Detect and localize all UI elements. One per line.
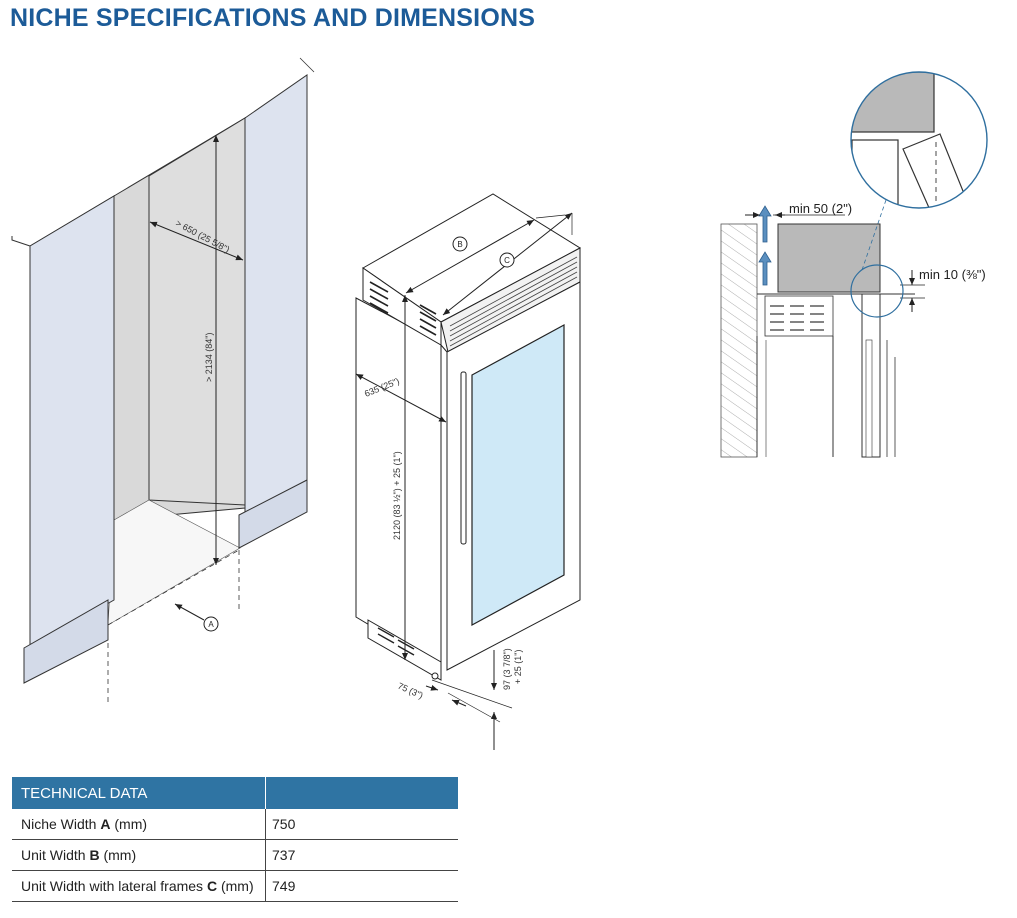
side-gap-label: min 10 (⅜") — [919, 267, 986, 282]
row-value: 750 — [265, 809, 458, 840]
right-side-panel — [244, 74, 308, 516]
page-title: NICHE SPECIFICATIONS AND DIMENSIONS — [10, 4, 536, 32]
left-panel-face — [29, 195, 115, 649]
niche-floor — [107, 499, 241, 626]
airflow-arrow-icon — [758, 205, 772, 286]
technical-data-table: TECHNICAL DATA Niche Width A (mm) 750 Un… — [12, 777, 458, 902]
row-value: 749 — [265, 870, 458, 902]
table-row: Unit Width with lateral frames C (mm) 74… — [12, 870, 458, 902]
niche-height-label: > 2134 (84") — [204, 333, 214, 382]
marker-c: C — [504, 256, 510, 265]
unit-drawing: B C 635 (25") 2120 (83 ½") + 25 (1") 75 … — [355, 193, 582, 750]
ventilation-detail-drawing: min 50 (2") min 10 (⅜") — [720, 71, 988, 458]
door-glass — [471, 323, 565, 627]
top-gap-label: min 50 (2") — [789, 201, 852, 216]
table-header-row: TECHNICAL DATA — [12, 777, 458, 809]
base-label-1: 97 (3 7/8") — [502, 648, 512, 690]
toe-label: 75 (3") — [396, 681, 424, 701]
row-label: Niche Width A (mm) — [12, 809, 266, 840]
row-label: Unit Width with lateral frames C (mm) — [12, 870, 266, 902]
marker-b: B — [457, 240, 462, 249]
niche-back-wall-right — [148, 117, 246, 506]
unit-height-label: 2120 (83 ½") + 25 (1") — [392, 451, 402, 540]
niche-drawing: > 650 (25 5/8") > 2134 (84") A — [11, 57, 315, 703]
door-handle-icon — [460, 371, 467, 545]
table-row: Unit Width B (mm) 737 — [12, 839, 458, 871]
marker-a: A — [208, 620, 214, 629]
row-value: 737 — [265, 839, 458, 871]
value-header — [265, 777, 458, 809]
row-label: Unit Width B (mm) — [12, 839, 266, 871]
right-panel-base — [238, 479, 308, 549]
technical-data-header: TECHNICAL DATA — [12, 777, 266, 809]
base-label-2: + 25 (1") — [513, 650, 523, 684]
left-panel-base — [23, 599, 109, 684]
table-row: Niche Width A (mm) 750 — [12, 809, 458, 840]
